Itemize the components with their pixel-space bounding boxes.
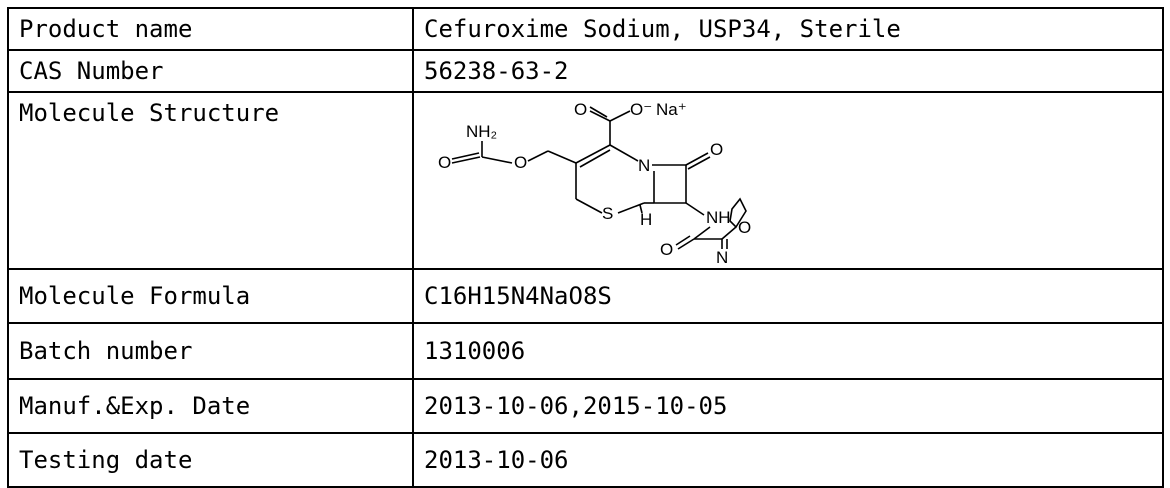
atom-s-ring: S: [602, 204, 613, 223]
row-batch-number: Batch number 1310006: [7, 322, 1164, 380]
value-molecule-formula: C16H15N4NaO8S: [412, 268, 1164, 324]
product-spec-table: Product name Cefuroxime Sodium, USP34, S…: [7, 7, 1164, 488]
atom-n-oxime: N: [716, 248, 728, 263]
label-molecule-formula: Molecule Formula: [7, 268, 414, 324]
atom-o-ester: O: [514, 153, 527, 172]
atom-o-lactam: O: [710, 140, 723, 159]
value-testing-date: 2013-10-06: [412, 432, 1164, 488]
atom-o-carbamate: O: [438, 153, 451, 172]
atom-o-amide: O: [660, 240, 673, 259]
value-manuf-exp-date: 2013-10-06,2015-10-05: [412, 378, 1164, 434]
atom-o-furan: O: [738, 218, 751, 237]
label-batch-number: Batch number: [7, 322, 414, 380]
row-manuf-exp-date: Manuf.&Exp. Date 2013-10-06,2015-10-05: [7, 378, 1164, 434]
label-testing-date: Testing date: [7, 432, 414, 488]
atom-o-acid: O: [574, 100, 587, 119]
row-product-name: Product name Cefuroxime Sodium, USP34, S…: [7, 7, 1164, 51]
label-cas-number: CAS Number: [7, 49, 414, 93]
value-molecule-structure: NH₂ O O: [412, 91, 1164, 270]
row-testing-date: Testing date 2013-10-06: [7, 432, 1164, 488]
cefuroxime-structure-drawing: NH₂ O O: [438, 100, 751, 263]
label-manuf-exp-date: Manuf.&Exp. Date: [7, 378, 414, 434]
atom-nh: NH: [706, 208, 731, 227]
atom-h: H: [640, 210, 652, 229]
atom-o-minus: O⁻: [630, 100, 652, 119]
row-cas-number: CAS Number 56238-63-2: [7, 49, 1164, 93]
atom-na-plus: Na⁺: [656, 100, 687, 119]
atom-n-ring: N: [638, 156, 650, 175]
value-product-name: Cefuroxime Sodium, USP34, Sterile: [412, 7, 1164, 51]
label-product-name: Product name: [7, 7, 414, 51]
molecule-structure-image: NH₂ O O: [424, 99, 754, 263]
row-molecule-structure: Molecule Structure NH₂ O O: [7, 91, 1164, 270]
row-molecule-formula: Molecule Formula C16H15N4NaO8S: [7, 268, 1164, 324]
label-molecule-structure: Molecule Structure: [7, 91, 414, 270]
atom-nh2: NH₂: [466, 122, 497, 141]
value-batch-number: 1310006: [412, 322, 1164, 380]
spec-sheet: Product name Cefuroxime Sodium, USP34, S…: [7, 7, 1164, 488]
value-cas-number: 56238-63-2: [412, 49, 1164, 93]
